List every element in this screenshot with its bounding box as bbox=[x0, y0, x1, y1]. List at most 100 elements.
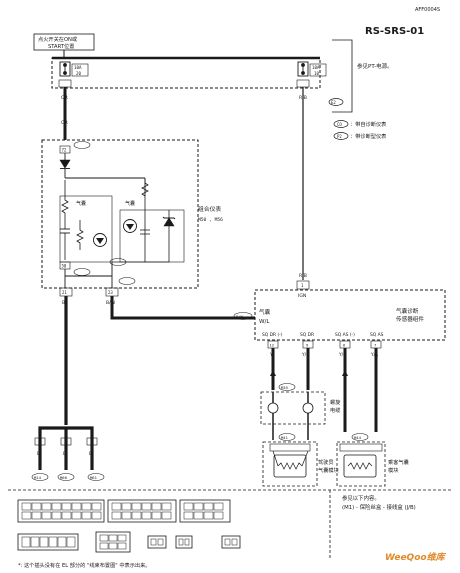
cluster-label: 组合仪表 bbox=[198, 205, 221, 213]
driver-airbag-label-2: 气囊模块 bbox=[318, 466, 340, 474]
svg-text:B: B bbox=[63, 451, 66, 457]
legend-code-2 bbox=[333, 132, 349, 140]
fuse-left-num: 20 bbox=[76, 71, 82, 76]
legend-code-1 bbox=[333, 120, 349, 128]
svg-text:23: 23 bbox=[108, 290, 113, 295]
module-term-1: SQ DR (-) bbox=[262, 332, 283, 338]
module-pin-3: 6 bbox=[343, 343, 346, 348]
wire-label-module-right2: Y/R bbox=[370, 352, 378, 358]
driver-squib bbox=[273, 454, 307, 478]
module-pin-2: 9 bbox=[306, 343, 309, 348]
supply-bracket bbox=[332, 39, 353, 113]
footnote: *: 这个插头没有在 EL 部分的 "线束布置图" 中表示出来。 bbox=[18, 561, 150, 569]
passenger-airbag-conn: M44 bbox=[354, 435, 362, 440]
airbag-warning-lamp-left bbox=[93, 233, 107, 247]
fuse-right-pin bbox=[296, 79, 310, 88]
fuse-right bbox=[297, 61, 309, 77]
ground-tag-3 bbox=[87, 473, 105, 481]
airbag-warning-lamp-right bbox=[123, 219, 137, 233]
fuse-right-num: 10 bbox=[314, 71, 320, 76]
module-term-4: SQ AS bbox=[370, 332, 384, 338]
driver-airbag-module-box bbox=[262, 441, 318, 487]
combination-meter-outline bbox=[41, 139, 199, 289]
ground-tag-2 bbox=[57, 473, 75, 481]
module-pin-ign bbox=[296, 280, 310, 290]
module-name-2: 传感器组件 bbox=[396, 315, 424, 323]
svg-text:50: 50 bbox=[62, 264, 67, 269]
connector-face-6 bbox=[147, 535, 167, 549]
connector-face-5 bbox=[95, 531, 131, 553]
airbag-warning-label-right: 气囊 bbox=[125, 200, 135, 207]
svg-text:21: 21 bbox=[62, 290, 67, 295]
driver-airbag-label-1: 驾驶员 bbox=[318, 458, 334, 466]
wire-label-left-mid: OR bbox=[61, 120, 69, 126]
fuse-right-amp: 10A bbox=[312, 65, 320, 70]
cluster-connectors: M50 , M56 bbox=[198, 217, 223, 223]
wire-label-right-low: R/B bbox=[299, 273, 307, 279]
wire-label-module-right: Y/G bbox=[338, 352, 347, 358]
ref-box-line2: (M1) - 保险丝盒 - 接线盒 (J/B) bbox=[342, 503, 416, 511]
ref-box-line1: 参见以下内容。 bbox=[342, 494, 380, 502]
svg-text:72: 72 bbox=[62, 148, 67, 153]
fuse-right-rating-box bbox=[309, 63, 327, 77]
module-ign-label: IGN bbox=[298, 293, 306, 299]
fuse-box-outline bbox=[51, 57, 321, 89]
svg-text:1: 1 bbox=[301, 283, 304, 288]
spiral-label-2: 电缆 bbox=[330, 406, 340, 414]
ground-tag-1 bbox=[31, 473, 49, 481]
connector-face-4 bbox=[17, 533, 79, 551]
wire-label-module-left: Y bbox=[269, 352, 273, 358]
svg-text:M60: M60 bbox=[60, 475, 68, 480]
passenger-squib bbox=[343, 454, 377, 478]
ignition-label-2: START位置 bbox=[48, 42, 74, 50]
fuse-left-amp: 10A bbox=[74, 65, 82, 70]
legend-text-2: ：带诊断型仪表 bbox=[350, 132, 387, 140]
ref-note: 参见PT-电源。 bbox=[357, 62, 393, 70]
wire-label-left-top: OR bbox=[61, 95, 69, 101]
cluster-tag-top bbox=[73, 141, 91, 149]
connector-face-8 bbox=[221, 535, 241, 549]
module-pin-1: 12 bbox=[270, 343, 275, 348]
module-term-2: SQ DR bbox=[300, 332, 314, 338]
legend-text-1: ：带自诊断仪表 bbox=[350, 120, 387, 128]
svg-text:M61: M61 bbox=[90, 475, 98, 480]
connector-face-3 bbox=[179, 499, 231, 523]
passenger-airbag-label-2: 模块 bbox=[388, 466, 399, 474]
svg-text:M14: M14 bbox=[34, 475, 42, 480]
connector-face-7 bbox=[175, 535, 193, 549]
svg-text:E2: E2 bbox=[331, 100, 336, 105]
doc-code: AFF0004S bbox=[415, 7, 440, 13]
cluster-diode bbox=[59, 159, 71, 169]
wire-label-module-left2: Y/R bbox=[301, 352, 309, 358]
fuse-left bbox=[59, 61, 71, 77]
svg-text:P2: P2 bbox=[337, 134, 342, 139]
module-side-label: 气囊 bbox=[259, 308, 271, 316]
module-name-1: 气囊诊断 bbox=[396, 307, 419, 315]
svg-text:B: B bbox=[89, 451, 92, 457]
spiral-conn: M35 bbox=[281, 385, 288, 390]
module-pin-4: 7 bbox=[374, 343, 376, 348]
passenger-airbag-label-1: 乘客气囊 bbox=[388, 458, 409, 466]
airbag-warning-label-left: 气囊 bbox=[76, 200, 86, 207]
svg-text:CO: CO bbox=[337, 122, 342, 127]
spiral-cable-box bbox=[260, 391, 326, 425]
passenger-airbag-module-box bbox=[336, 441, 386, 487]
module-side-tag bbox=[233, 312, 253, 320]
connector-face-2 bbox=[107, 499, 177, 523]
wire-label-lower-left: B bbox=[62, 300, 65, 306]
wire-label-right-top: R/B bbox=[299, 95, 307, 101]
driver-airbag-conn: M41 bbox=[281, 435, 289, 440]
connector-face-1 bbox=[17, 499, 105, 523]
cluster-resistor-left bbox=[61, 180, 69, 224]
diag-sensor-unit-outline bbox=[254, 289, 446, 341]
fuse-left-rating-box bbox=[71, 63, 89, 77]
module-side-label-2: W/L bbox=[259, 319, 270, 325]
ignition-label-1: 点火开关在ON或 bbox=[38, 35, 77, 43]
watermark: WeeQoo维库 bbox=[385, 552, 447, 563]
fuse-left-pin bbox=[58, 79, 72, 88]
diagram-id: RS-SRS-01 bbox=[365, 26, 424, 37]
spiral-label-1: 螺旋 bbox=[330, 398, 341, 406]
wire-warning-to-module bbox=[110, 296, 255, 320]
